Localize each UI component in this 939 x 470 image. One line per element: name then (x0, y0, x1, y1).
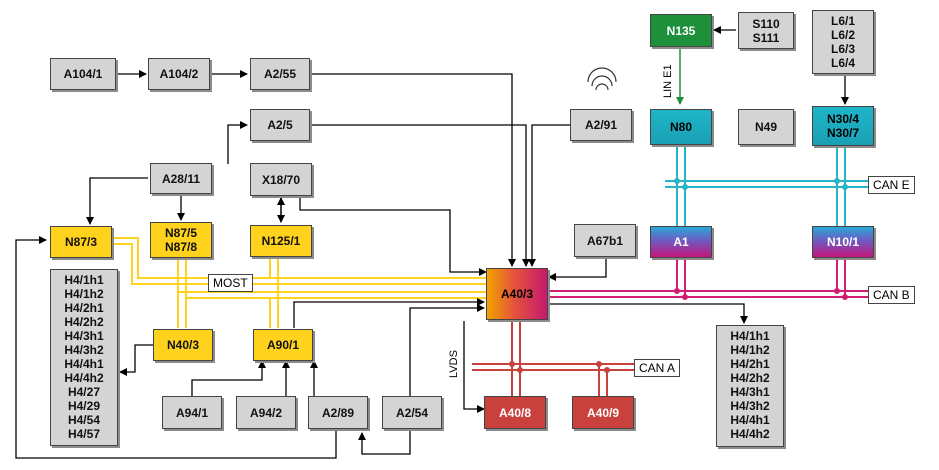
module-label: N10/1 (826, 235, 860, 249)
module-label: N49 (754, 120, 777, 134)
module-l6: L6/1 L6/2 L6/3 L6/4 (812, 10, 874, 74)
module-label: A2/55 (263, 67, 297, 81)
module-label: S110 S111 (752, 16, 780, 45)
module-label: A2/54 (395, 405, 429, 420)
module-n87-5-8: N87/5 N87/8 (150, 222, 212, 258)
module-n30: N30/4 N30/7 (812, 106, 874, 146)
module-label: A40/3 (500, 287, 534, 301)
can-a-bus (472, 321, 634, 396)
module-label: A40/8 (498, 405, 532, 420)
most-label: MOST (208, 274, 253, 292)
module-label: A40/9 (586, 405, 620, 420)
module-label: N40/3 (166, 338, 200, 352)
module-label: A90/1 (266, 338, 300, 352)
module-a1: A1 (650, 226, 712, 258)
module-label: A2/5 (267, 118, 293, 132)
can-a-label: CAN A (634, 359, 681, 377)
module-n87-3: N87/3 (50, 226, 112, 258)
module-label: N87/5 N87/8 (164, 226, 198, 254)
module-a94-1: A94/1 (162, 396, 222, 429)
module-label: A94/2 (249, 405, 283, 420)
module-label: N87/3 (64, 235, 98, 249)
radio-waves-icon (587, 67, 617, 91)
can-b-junctions (674, 288, 848, 300)
module-n10-1: N10/1 (812, 226, 874, 258)
module-n40-3: N40/3 (153, 329, 213, 361)
module-label: L6/1 L6/2 L6/3 L6/4 (830, 14, 855, 70)
module-label: H4/1h1 H4/1h2 H4/2h1 H4/2h2 H4/3h1 H4/3h… (64, 273, 104, 441)
module-label: A67b1 (586, 233, 624, 248)
module-label: N80 (669, 120, 692, 134)
module-label: N135 (666, 23, 696, 38)
module-a2-5: A2/5 (250, 109, 310, 141)
can-a-junctions (509, 361, 610, 373)
module-a90-1: A90/1 (253, 329, 313, 361)
h4-right-list: H4/1h1 H4/1h2 H4/2h1 H4/2h2 H4/3h1 H4/3h… (716, 325, 784, 447)
module-x18-70: X18/70 (250, 163, 312, 196)
module-label: A2/91 (584, 118, 618, 132)
module-a40-9: A40/9 (572, 396, 634, 429)
module-a104-1: A104/1 (50, 58, 116, 90)
module-label: H4/1h1 H4/1h2 H4/2h1 H4/2h2 H4/3h1 H4/3h… (730, 329, 770, 441)
module-label: A2/89 (321, 405, 355, 420)
lin-e1-label: LIN E1 (662, 64, 674, 98)
module-n135: N135 (650, 14, 712, 47)
h4-left-list: H4/1h1 H4/1h2 H4/2h1 H4/2h2 H4/3h1 H4/3h… (50, 269, 118, 446)
module-a40-8: A40/8 (484, 396, 546, 429)
module-a2-55: A2/55 (250, 58, 310, 90)
module-a28-11: A28/11 (150, 163, 212, 194)
module-a2-54: A2/54 (382, 396, 442, 429)
module-label: A104/1 (63, 67, 103, 81)
module-a2-91: A2/91 (570, 109, 632, 141)
lvds-label: LVDS (448, 350, 460, 378)
can-b-label: CAN B (868, 286, 915, 304)
module-label: A1 (673, 235, 689, 249)
can-b-bus (548, 258, 868, 298)
module-n49: N49 (738, 109, 794, 145)
module-a40-3: A40/3 (486, 268, 548, 320)
module-a104-2: A104/2 (148, 58, 210, 90)
module-label: A28/11 (161, 171, 201, 186)
most-bus (112, 237, 486, 328)
module-n80: N80 (650, 109, 712, 145)
can-e-label: CAN E (868, 176, 915, 194)
can-e-bus (665, 146, 868, 226)
module-label: N125/1 (261, 234, 301, 248)
can-e-junctions (674, 178, 848, 190)
module-label: A94/1 (175, 405, 209, 420)
module-a94-2: A94/2 (236, 396, 296, 429)
signal-wires (15, 26, 849, 459)
module-label: N30/4 N30/7 (826, 112, 860, 140)
module-n125-1: N125/1 (250, 225, 312, 257)
module-label: X18/70 (261, 172, 301, 187)
module-a2-89: A2/89 (308, 396, 368, 429)
module-a67b1: A67b1 (574, 224, 636, 257)
module-label: A104/2 (159, 67, 199, 81)
module-s110-s111: S110 S111 (738, 12, 794, 49)
